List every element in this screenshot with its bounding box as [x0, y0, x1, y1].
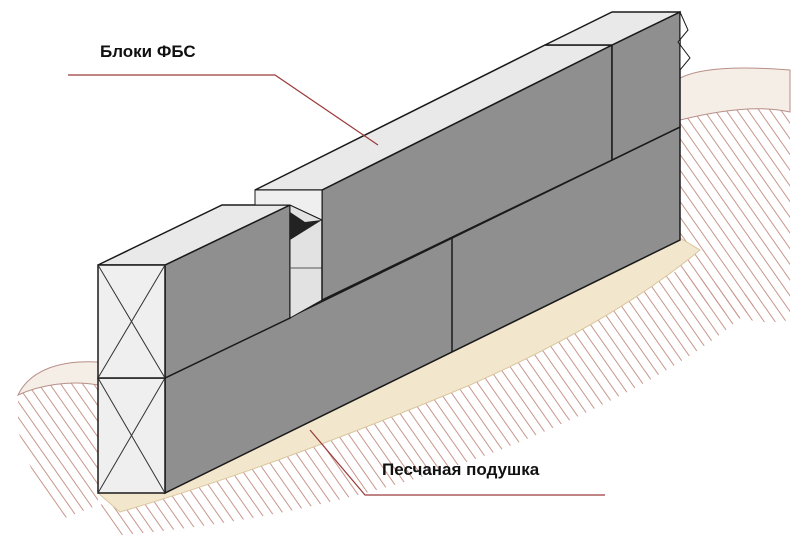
ground-surface-right	[679, 67, 791, 121]
block-gap-shadow	[290, 212, 322, 240]
label-sand-cushion: Песчаная подушка	[382, 460, 540, 479]
soil-hatch-right	[680, 108, 790, 322]
block-end-upper-long	[254, 189, 323, 221]
soil-hatch-left	[18, 383, 98, 520]
label-blocks: Блоки ФБС	[100, 42, 196, 61]
leader-line-sand	[309, 429, 605, 496]
soil-hatch-front	[100, 270, 760, 535]
leader-line-blocks	[68, 74, 379, 146]
block-broken-end	[677, 11, 691, 72]
